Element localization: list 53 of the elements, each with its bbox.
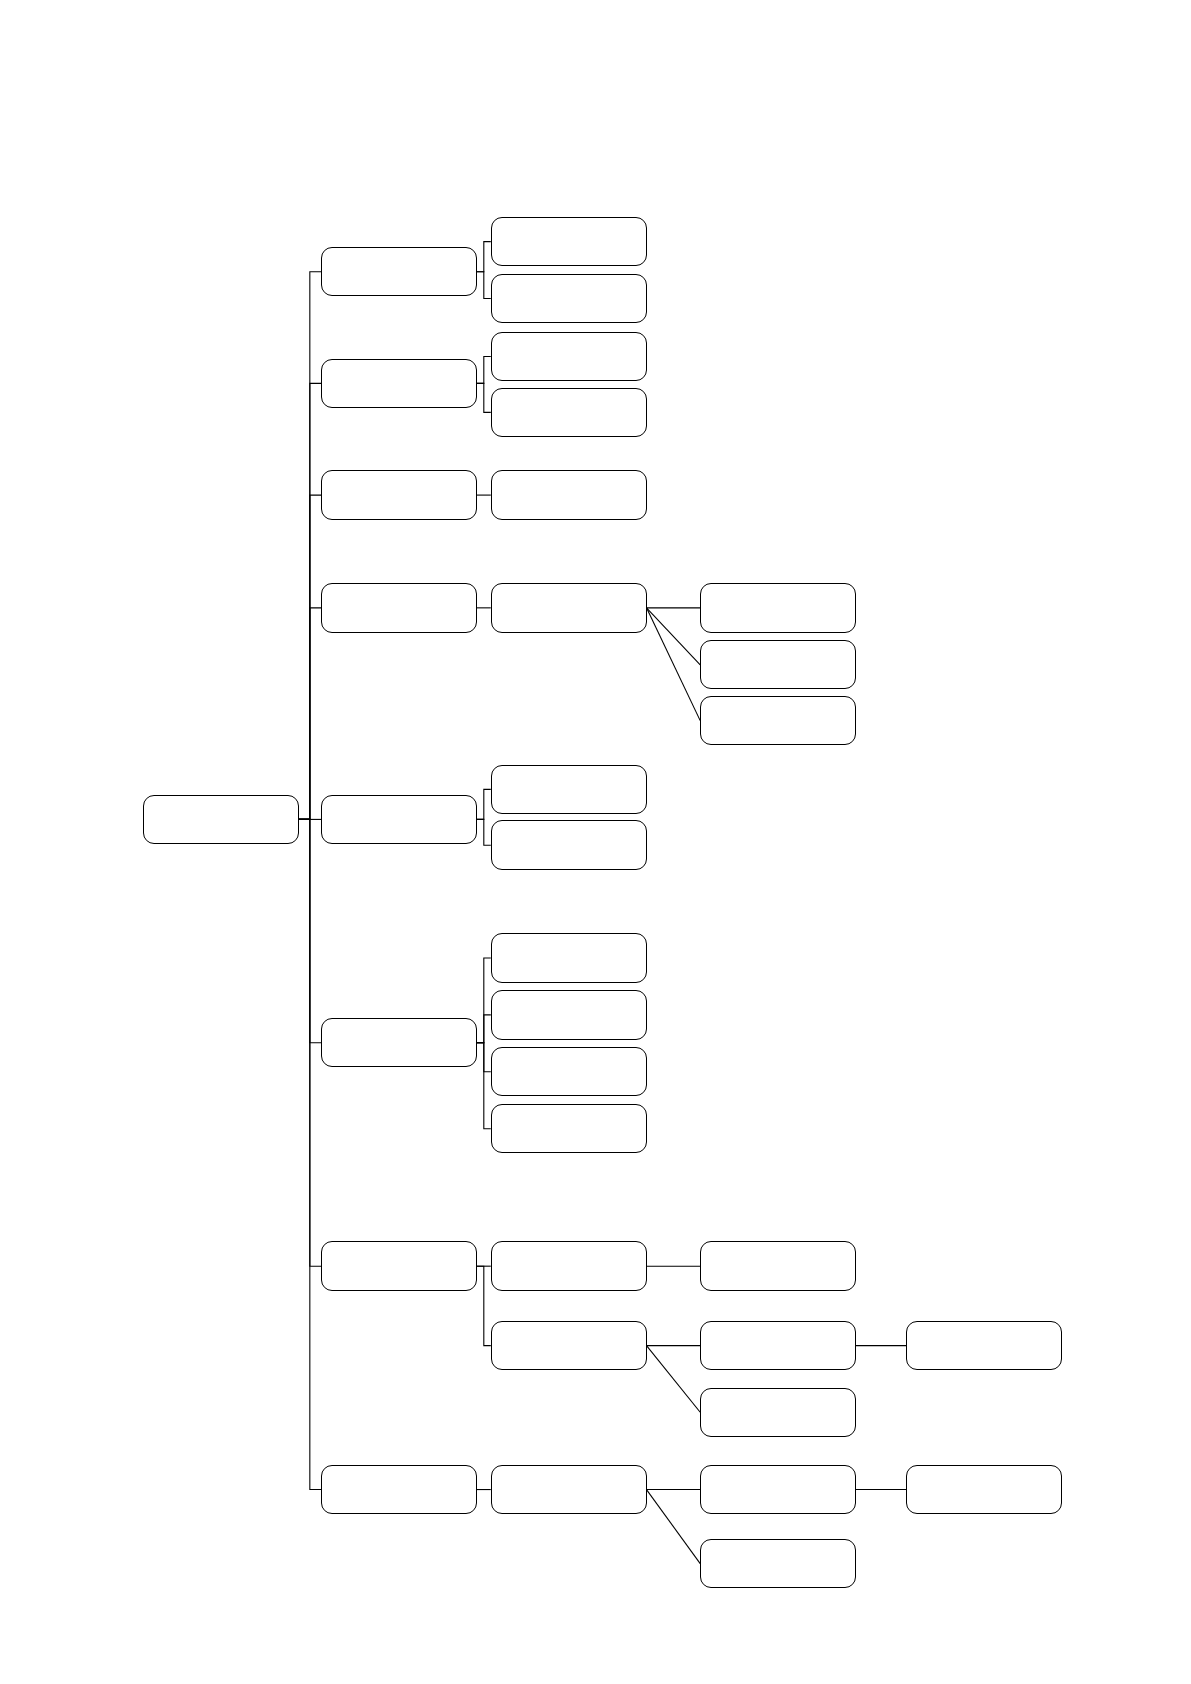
empty-box <box>700 1538 856 1589</box>
empty-box <box>490 990 647 1040</box>
empty-box <box>321 583 477 633</box>
empty-box <box>321 247 477 297</box>
empty-box <box>490 1104 647 1154</box>
empty-box <box>906 1320 1063 1371</box>
empty-box <box>490 470 647 520</box>
connector-line <box>645 1489 701 1565</box>
connector-line <box>476 1265 492 1347</box>
connector-line <box>476 607 492 609</box>
empty-box <box>490 1047 647 1097</box>
connector-line <box>645 607 701 722</box>
connector-line <box>476 818 492 846</box>
connector-line <box>476 271 492 300</box>
empty-box <box>142 794 299 845</box>
empty-box <box>490 933 647 983</box>
connector-line <box>645 1345 701 1347</box>
connector-line <box>476 382 492 413</box>
empty-box <box>321 794 477 845</box>
empty-box <box>700 1387 856 1437</box>
empty-box <box>700 1241 856 1291</box>
connector-line <box>645 607 701 609</box>
empty-box <box>321 1464 477 1515</box>
empty-box <box>490 820 647 870</box>
empty-box <box>321 470 477 520</box>
connector-line <box>645 1489 701 1491</box>
empty-box <box>700 1320 856 1371</box>
empty-box <box>321 1241 477 1291</box>
connector-line <box>476 494 492 496</box>
connector-line <box>298 818 322 1491</box>
empty-box <box>700 640 856 690</box>
empty-box <box>700 583 856 633</box>
empty-box <box>490 583 647 633</box>
connector-line <box>476 1489 492 1491</box>
connector-line <box>476 1042 492 1130</box>
empty-box <box>490 216 647 267</box>
empty-box <box>490 764 647 815</box>
empty-box <box>700 1464 856 1515</box>
connector-line <box>645 1345 701 1413</box>
connector-line <box>855 1489 907 1491</box>
empty-box <box>490 273 647 324</box>
empty-box <box>490 1241 647 1291</box>
empty-box <box>321 1018 477 1068</box>
empty-box <box>490 387 647 438</box>
empty-box <box>490 1320 647 1371</box>
connector-line <box>645 607 701 666</box>
empty-box <box>906 1464 1063 1515</box>
empty-box <box>490 1464 647 1515</box>
empty-box <box>490 331 647 382</box>
empty-box <box>321 358 477 409</box>
connector-line <box>645 1265 701 1267</box>
connector-line <box>855 1345 907 1347</box>
empty-box <box>700 695 856 746</box>
